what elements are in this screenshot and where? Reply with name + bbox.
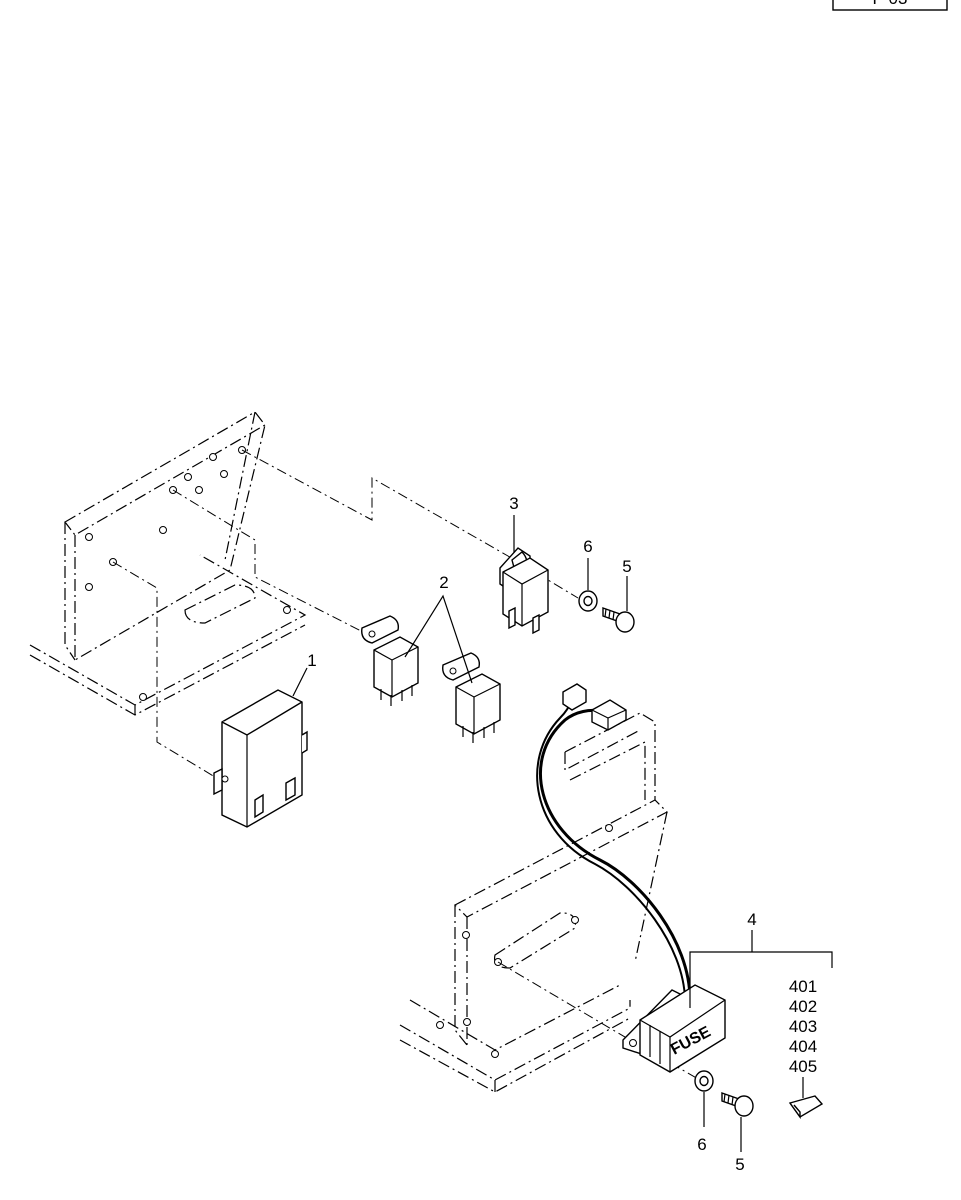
relay-callout: 2: [439, 573, 448, 592]
ecu-callout: 1: [307, 651, 316, 670]
wire-harness: [536, 683, 692, 1001]
washer-lower: [694, 1070, 714, 1092]
page-code-box: F-03: [832, 0, 948, 11]
subpart-402: 402: [789, 997, 817, 1016]
page-code: F-03: [873, 0, 908, 8]
bolt-upper: [602, 607, 635, 633]
washer-upper-callout: 6: [583, 537, 592, 556]
relay-callout-pointers: [404, 594, 473, 684]
washer-lower-callout: 6: [697, 1135, 706, 1154]
relay-1: [361, 615, 419, 706]
subpart-401: 401: [789, 977, 817, 996]
fuse-box-callout-bracket: [689, 930, 833, 1008]
relay-2: [442, 652, 501, 743]
blade-fuse: [788, 1095, 824, 1120]
subparts-list: 401 402 403 404 405: [789, 977, 817, 1076]
upper-mounting-bracket: [29, 411, 307, 716]
subpart-404: 404: [789, 1037, 817, 1056]
ecu-module: [213, 689, 308, 828]
upper-leader-lines: [112, 449, 579, 778]
bolt-upper-callout: 5: [622, 557, 631, 576]
subpart-405: 405: [789, 1057, 817, 1076]
ecu-callout-pointer: [292, 667, 308, 697]
lower-mounting-bracket: [399, 712, 669, 1093]
relay-with-bracket: [499, 547, 549, 635]
bolt-lower-callout: 5: [735, 1155, 744, 1174]
fuse-box-callout: 4: [747, 910, 756, 929]
fuse-box: FUSE: [622, 984, 726, 1073]
relay-bracket-callout: 3: [509, 494, 518, 513]
subpart-403: 403: [789, 1017, 817, 1036]
washer-upper: [578, 590, 598, 612]
bolt-lower: [721, 1092, 754, 1117]
